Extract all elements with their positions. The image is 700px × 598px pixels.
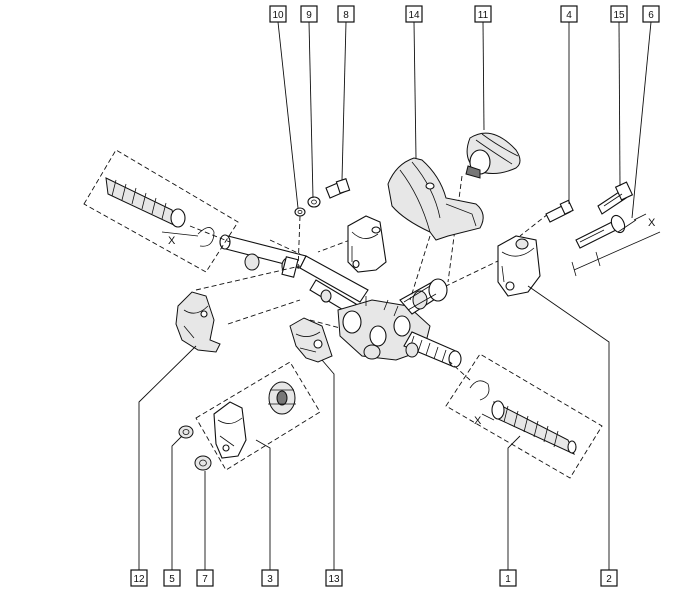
callout-5: 5 bbox=[163, 569, 181, 587]
part-4-bolt bbox=[545, 199, 574, 223]
callout-8: 8 bbox=[337, 5, 355, 23]
callout-1: 1 bbox=[499, 569, 517, 587]
part-15-bolt bbox=[597, 181, 634, 215]
part-3-bush-kit bbox=[195, 361, 321, 471]
part-2-mounting-bracket bbox=[497, 235, 541, 297]
callout-4-label: 4 bbox=[566, 10, 572, 21]
callout-11-label: 11 bbox=[478, 10, 489, 21]
dimension-x-right-boot-label: X bbox=[474, 415, 482, 427]
callout-4: 4 bbox=[560, 5, 578, 23]
part-13-center-bracket bbox=[289, 317, 333, 363]
assembly-dash-lines bbox=[189, 175, 549, 381]
callout-11: 11 bbox=[474, 5, 492, 23]
part-8-bolt bbox=[325, 178, 351, 199]
callout-2-label: 2 bbox=[606, 574, 612, 585]
callout-14-label: 14 bbox=[408, 10, 420, 21]
callout-10: 10 bbox=[269, 5, 287, 23]
callout-12: 12 bbox=[130, 569, 148, 587]
callout-6: 6 bbox=[642, 5, 660, 23]
part-9-washer bbox=[307, 196, 321, 208]
callout-13-label: 13 bbox=[328, 574, 340, 585]
dimension-x-right: X bbox=[571, 213, 661, 277]
callout-7: 7 bbox=[196, 569, 214, 587]
part-5-nut bbox=[178, 425, 194, 439]
callout-15-label: 15 bbox=[613, 10, 625, 21]
callout-6-label: 6 bbox=[648, 10, 654, 21]
callout-9-label: 9 bbox=[306, 10, 312, 21]
callout-7-label: 7 bbox=[202, 574, 208, 585]
callout-13: 13 bbox=[325, 569, 343, 587]
leader-lines bbox=[138, 21, 652, 570]
callout-1-label: 1 bbox=[505, 574, 511, 585]
dimension-x-right-label: X bbox=[648, 217, 656, 229]
part-12-left-bracket bbox=[175, 291, 221, 353]
callout-2: 2 bbox=[600, 569, 618, 587]
left-boot-kit: X bbox=[83, 149, 239, 273]
callout-3-label: 3 bbox=[267, 574, 273, 585]
part-6-long-bolt bbox=[575, 214, 626, 249]
callout-8-label: 8 bbox=[343, 10, 349, 21]
callout-15: 15 bbox=[610, 5, 628, 23]
callout-5-label: 5 bbox=[169, 574, 175, 585]
steering-rack bbox=[219, 234, 462, 368]
part-14-heat-shield bbox=[387, 157, 484, 241]
part-11-grommet bbox=[465, 132, 521, 179]
callout-14: 14 bbox=[405, 5, 423, 23]
dimension-x-left-boot-label: X bbox=[168, 235, 176, 247]
part-10-washer bbox=[294, 207, 306, 217]
part-7-nut bbox=[194, 455, 212, 471]
callout-10-label: 10 bbox=[272, 10, 284, 21]
callout-9: 9 bbox=[300, 5, 318, 23]
callout-12-label: 12 bbox=[133, 574, 145, 585]
callout-3: 3 bbox=[261, 569, 279, 587]
upper-mounting-clamp bbox=[347, 215, 387, 273]
part-1-right-boot-kit: X bbox=[445, 353, 603, 479]
